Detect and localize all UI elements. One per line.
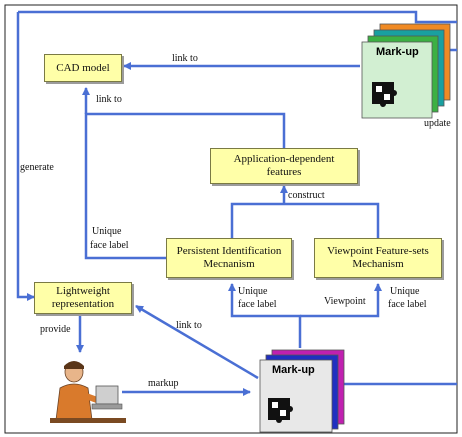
markup-bottom-title: Mark-up	[272, 364, 315, 376]
lightweight-representation-label-line2: representation	[51, 298, 115, 310]
cad-model-node: CAD model	[44, 54, 122, 82]
application-features-label-line1: Application-dependent	[233, 153, 335, 165]
edge-label-link-to-light: link to	[176, 320, 202, 331]
edge-label-link-to-top: link to	[172, 53, 198, 64]
user-at-computer-icon	[50, 361, 126, 423]
edge-label-update: update	[424, 118, 451, 129]
edge-label-markup: markup	[148, 378, 179, 389]
markup-top-title: Mark-up	[376, 46, 419, 58]
markup-stack-top	[361, 23, 451, 119]
figure-frame	[4, 4, 458, 434]
persistent-identification-label-line2: Mecnanism	[203, 258, 255, 270]
lightweight-representation-node: Lightweight representation	[34, 282, 132, 314]
viewpoint-feature-sets-label-line2: Mechanism	[352, 258, 404, 270]
edge-label-unique-mid-line2: face label	[238, 299, 277, 310]
edge-label-unique-right-line1: Unique	[390, 286, 420, 297]
edge-top-bus	[18, 10, 457, 24]
application-features-label-line2: features	[266, 166, 302, 178]
edge-generate	[16, 12, 35, 301]
edge-label-unique-left-line2: face label	[90, 240, 129, 251]
edge-construct-join	[230, 202, 380, 238]
edge-label-unique-left-line1: Unique	[92, 226, 122, 237]
edge-label-generate: generate	[20, 162, 54, 173]
edge-label-link-to-cad: link to	[96, 94, 122, 105]
cad-model-label: CAD model	[56, 61, 110, 74]
edge-link-to-light	[135, 304, 259, 380]
persistent-identification-node: Persistent Identification Mecnanism	[166, 238, 292, 278]
edge-label-viewpoint: Viewpoint	[324, 296, 366, 307]
edge-viewpoint	[300, 283, 382, 318]
edge-label-unique-mid-line1: Unique	[238, 286, 268, 297]
application-features-node: Application-dependent features	[210, 148, 358, 184]
persistent-identification-label-line1: Persistent Identification	[176, 245, 282, 257]
puzzle-icon-top	[372, 82, 397, 107]
edge-unique-face-mid	[228, 283, 302, 348]
edge-label-unique-right-line2: face label	[388, 299, 427, 310]
lightweight-representation-label-line1: Lightweight	[56, 285, 110, 297]
viewpoint-feature-sets-label-line1: Viewpoint Feature-sets	[327, 245, 429, 257]
puzzle-icon-bottom	[268, 398, 293, 423]
edge-label-construct: construct	[288, 190, 325, 201]
edge-label-provide: provide	[40, 324, 71, 335]
viewpoint-feature-sets-node: Viewpoint Feature-sets Mechanism	[314, 238, 442, 278]
